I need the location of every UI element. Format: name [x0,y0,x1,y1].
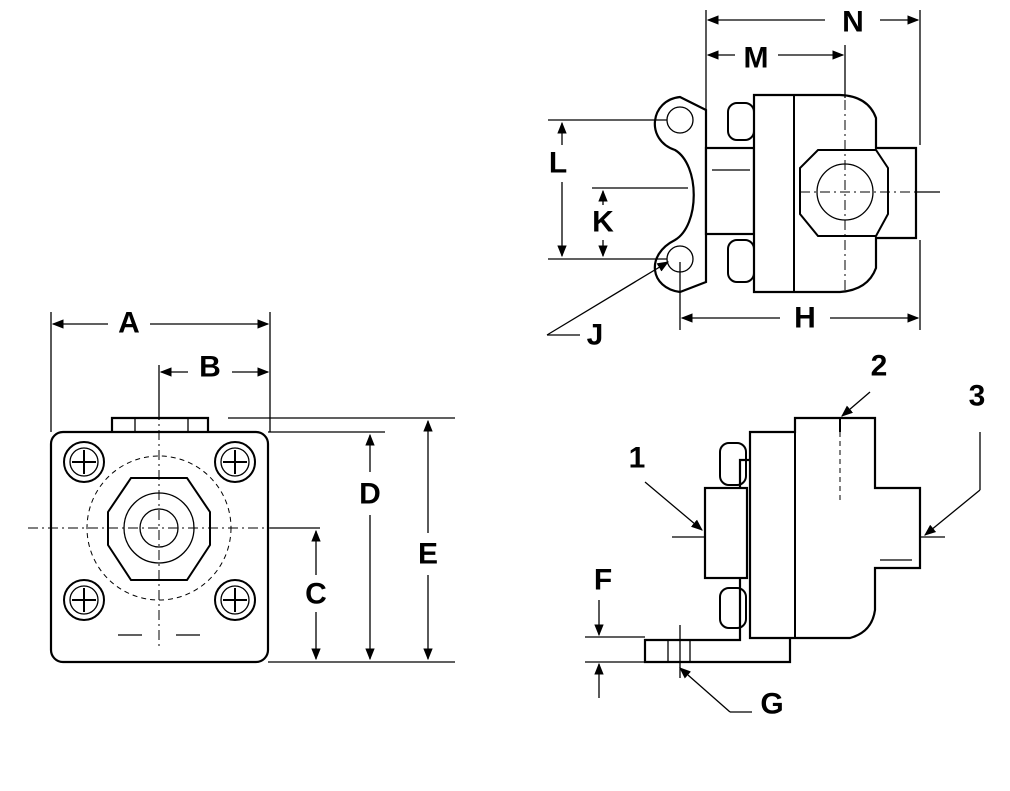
top-view [653,93,940,294]
bolt-top-right [214,441,256,483]
callout-labels: 1 2 3 [629,350,986,475]
dim-label-m: M [744,42,769,75]
dim-label-n: N [842,6,864,39]
dim-label-g: G [760,688,783,721]
side-view-dimensions [585,391,981,713]
dimension-labels: A B C D E F G H J K L M N [118,6,864,721]
callout-1: 1 [629,442,646,475]
dim-label-c: C [305,578,327,611]
dim-label-l: L [549,147,567,180]
dim-label-k: K [592,206,614,239]
callout-3: 3 [969,380,986,413]
top-view-dimensions [546,10,921,336]
dim-label-h: H [794,302,816,335]
dim-label-a: A [118,307,140,340]
dim-label-e: E [418,538,438,571]
dim-label-d: D [359,478,381,511]
bolt-bottom-right [214,579,256,621]
front-view-dimensions [50,312,455,663]
bolt-top-left [63,441,105,483]
dim-label-f: F [594,564,612,597]
front-view [28,370,290,664]
side-view [643,416,945,664]
callout-2: 2 [871,350,888,383]
dim-label-j: J [587,319,604,352]
dim-label-b: B [199,351,221,384]
bolt-bottom-left [63,579,105,621]
